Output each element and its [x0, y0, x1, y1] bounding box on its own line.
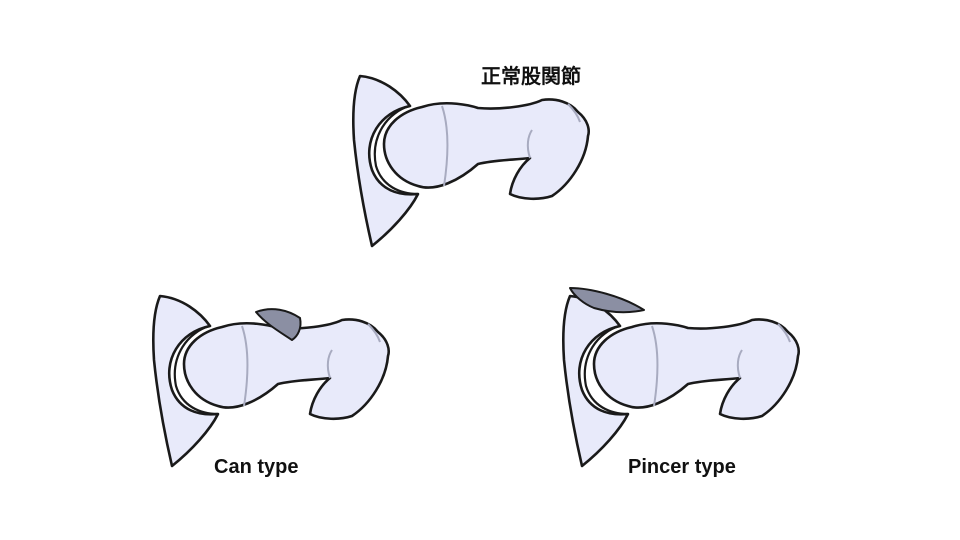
cam-hip-figure [151, 294, 390, 468]
normal-hip-figure [351, 74, 590, 248]
pincer-hip-figure [561, 287, 800, 468]
pincer-type-label: Pincer type [628, 456, 736, 478]
normal-hip-label: 正常股関節 [481, 64, 581, 88]
cam-type-label: Can type [214, 456, 299, 478]
cam-lesion [255, 308, 302, 341]
pincer-lesion [569, 287, 645, 314]
